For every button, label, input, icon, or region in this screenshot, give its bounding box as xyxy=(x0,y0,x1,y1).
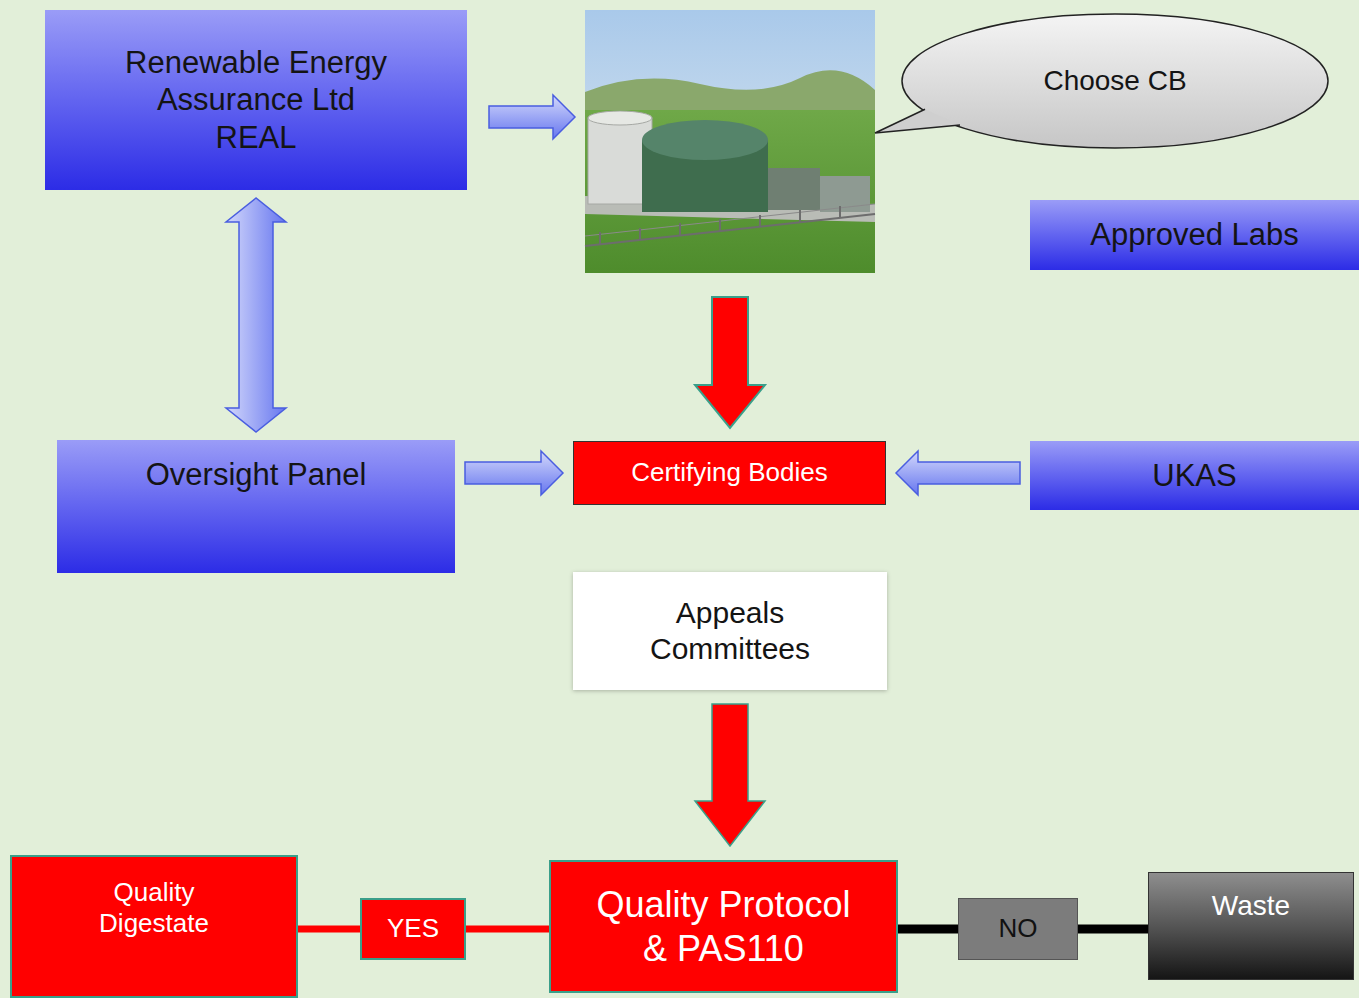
process-box: UKAS xyxy=(1030,441,1359,510)
decision-label: YES xyxy=(360,898,466,960)
speech-bubble: Choose CB xyxy=(900,12,1330,150)
block-arrow xyxy=(226,198,286,432)
plant-photo xyxy=(585,10,875,273)
photo-field xyxy=(585,110,875,273)
photo-tank-top xyxy=(588,111,652,125)
photo-dome xyxy=(642,120,768,160)
process-box: Approved Labs xyxy=(1030,200,1359,270)
box-label: Approved Labs xyxy=(1090,216,1299,253)
box-label: Quality Protocol & PAS110 xyxy=(584,883,864,969)
box-label: Waste xyxy=(1212,889,1290,923)
block-arrow xyxy=(896,451,1020,495)
bubble-tail xyxy=(875,109,960,133)
box-label: Oversight Panel xyxy=(146,456,367,493)
box-label: Appeals Committees xyxy=(630,595,830,667)
photo-fence xyxy=(585,204,875,236)
process-box: Appeals Committees xyxy=(573,572,887,690)
connector-line xyxy=(466,926,549,933)
process-box: Certifying Bodies xyxy=(573,441,886,505)
box-label: Quality Digestate xyxy=(79,877,229,939)
bubble-tail-outline xyxy=(875,109,960,133)
standard-box: Quality Protocol & PAS110 xyxy=(549,860,898,993)
organisation-box: Renewable Energy Assurance Ltd REAL xyxy=(45,10,467,190)
connector-line xyxy=(298,926,360,933)
photo-fence-posts xyxy=(600,206,840,244)
box-label: Certifying Bodies xyxy=(631,457,828,488)
box-label: NO xyxy=(999,913,1038,944)
outcome-box: Quality Digestate xyxy=(10,855,298,998)
photo-fence xyxy=(585,214,875,246)
block-arrow xyxy=(695,297,765,428)
connector-line xyxy=(1078,925,1148,934)
block-arrow xyxy=(465,451,563,495)
outcome-box: Waste xyxy=(1148,872,1354,980)
photo-building xyxy=(768,168,820,210)
connector-line xyxy=(898,925,958,934)
box-label: Renewable Energy Assurance Ltd REAL xyxy=(119,44,394,156)
box-label: UKAS xyxy=(1152,457,1236,494)
process-box: Oversight Panel xyxy=(57,440,455,573)
photo-building xyxy=(820,176,870,212)
block-arrow xyxy=(489,95,575,139)
block-arrow xyxy=(695,704,765,846)
bubble-ellipse xyxy=(902,14,1328,148)
decision-label: NO xyxy=(958,898,1078,960)
box-label: Choose CB xyxy=(1043,64,1186,98)
box-label: YES xyxy=(387,913,439,944)
photo-sky xyxy=(585,10,875,273)
